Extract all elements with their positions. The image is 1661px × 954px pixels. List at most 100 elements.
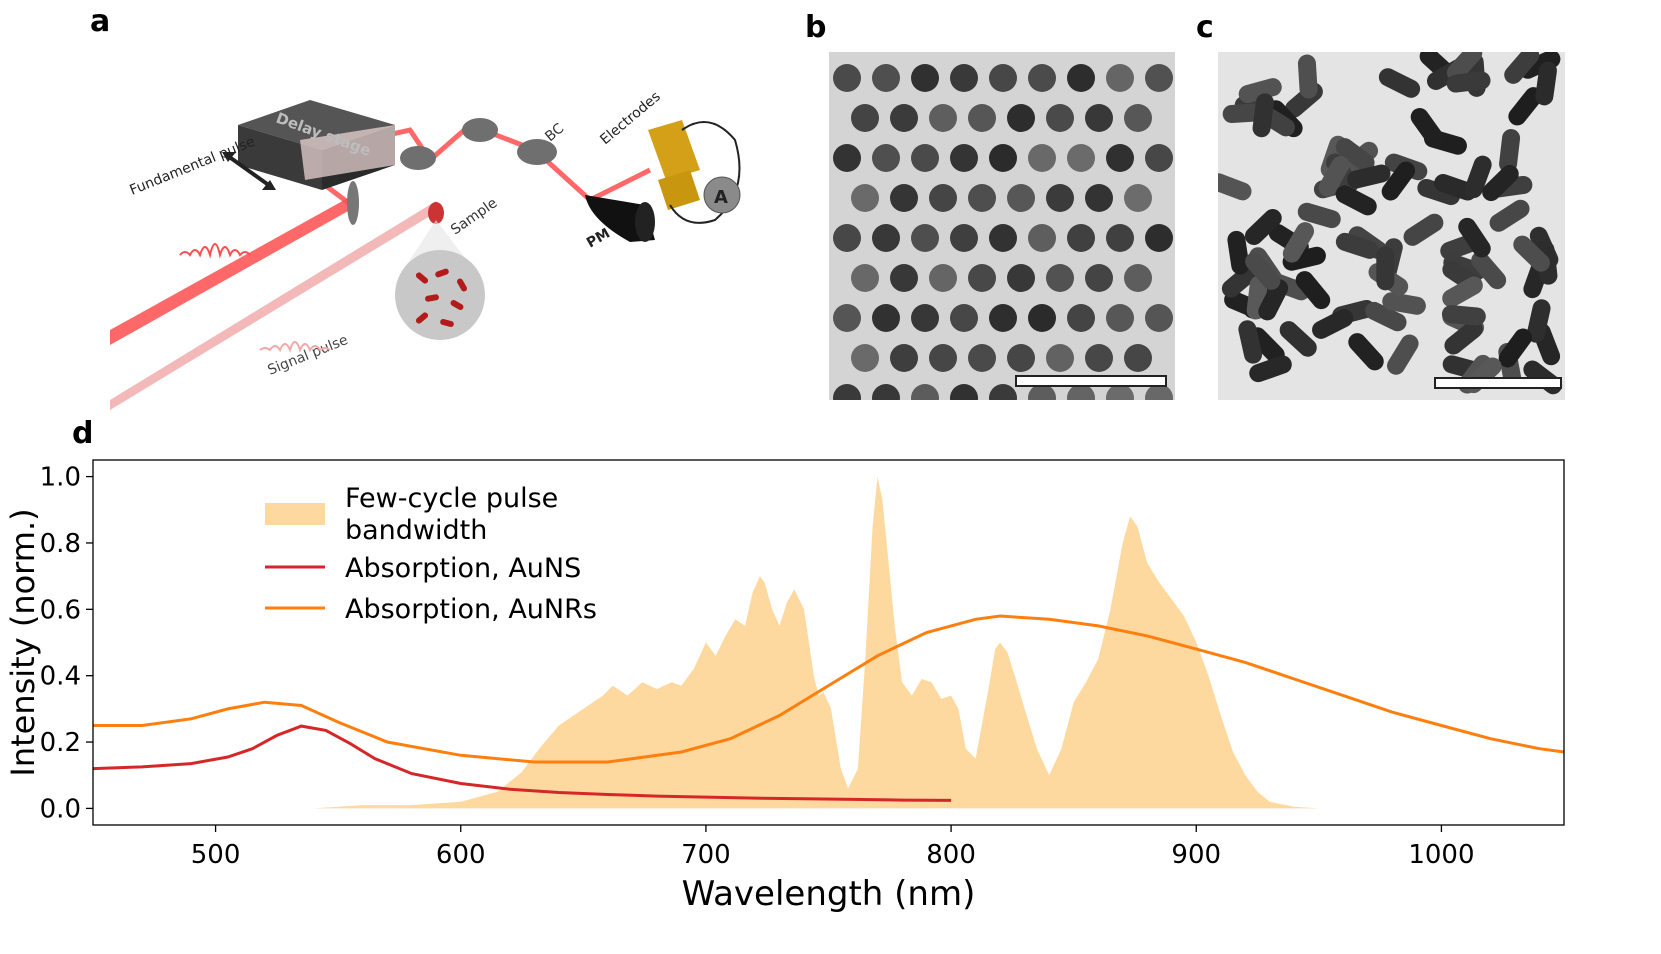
ammeter-icon bbox=[703, 176, 741, 214]
nanosphere bbox=[1106, 384, 1134, 400]
nanorod bbox=[1441, 305, 1486, 326]
nanosphere bbox=[1106, 224, 1134, 252]
nanosphere bbox=[872, 224, 900, 252]
nanorod bbox=[1443, 253, 1486, 281]
nanosphere bbox=[968, 344, 996, 372]
nanorod bbox=[1221, 262, 1260, 298]
nanorod bbox=[1252, 93, 1274, 138]
panel-label-d: d bbox=[72, 416, 94, 451]
nanosphere bbox=[1028, 304, 1056, 332]
nanosphere bbox=[929, 104, 957, 132]
nanorod bbox=[1499, 129, 1521, 173]
fundamental-waveform-icon bbox=[179, 243, 251, 259]
nanosphere bbox=[989, 384, 1017, 400]
nanorod bbox=[1489, 199, 1530, 232]
nanosphere bbox=[1145, 64, 1173, 92]
setup-schematic: Delay stage BC Sample Fundamental pulse … bbox=[110, 89, 741, 410]
nanosphere bbox=[1046, 184, 1074, 212]
nanorod bbox=[1335, 232, 1379, 259]
circuit-wire bbox=[669, 121, 741, 224]
nanosphere bbox=[911, 384, 939, 400]
nanorod bbox=[1348, 333, 1384, 371]
nanosphere bbox=[1028, 64, 1056, 92]
nanorod bbox=[1471, 251, 1507, 290]
legend-label: Absorption, AuNRs bbox=[345, 594, 597, 625]
nanosphere bbox=[1028, 144, 1056, 172]
nanorod bbox=[1218, 173, 1252, 201]
nanosphere bbox=[1067, 384, 1095, 400]
nanosphere bbox=[1028, 384, 1056, 400]
beam-combiner bbox=[517, 139, 557, 165]
delay-stage: Delay stage bbox=[238, 100, 395, 190]
nanosphere bbox=[890, 104, 918, 132]
nanosphere bbox=[968, 104, 996, 132]
nanorod bbox=[1382, 292, 1426, 315]
nanosphere bbox=[1085, 344, 1113, 372]
mirror-2 bbox=[400, 146, 436, 170]
nanorod bbox=[1508, 87, 1543, 126]
y-tick-label: 0.4 bbox=[40, 662, 81, 692]
nanosphere bbox=[1106, 304, 1134, 332]
nanosphere bbox=[1085, 184, 1113, 212]
nanosphere bbox=[1007, 264, 1035, 292]
nanosphere bbox=[989, 144, 1017, 172]
nanosphere bbox=[989, 64, 1017, 92]
nanosphere bbox=[1145, 304, 1173, 332]
y-tick-label: 0.0 bbox=[40, 794, 81, 824]
fundamental-beam bbox=[110, 198, 350, 345]
sample-magnifier bbox=[395, 250, 485, 340]
mirror-3 bbox=[462, 118, 498, 142]
nanosphere bbox=[1124, 184, 1152, 212]
photomultiplier bbox=[585, 195, 655, 242]
fundamental-pulse-label: Fundamental pulse bbox=[128, 134, 258, 199]
scale-bar-c bbox=[1434, 377, 1562, 389]
nanosphere bbox=[851, 104, 879, 132]
y-tick-label: 1.0 bbox=[40, 463, 81, 493]
nanorod bbox=[1335, 185, 1377, 216]
nanosphere bbox=[1106, 64, 1134, 92]
panel-label-a: a bbox=[90, 4, 111, 39]
nanosphere bbox=[1067, 224, 1095, 252]
nanosphere bbox=[950, 144, 978, 172]
nanosphere bbox=[929, 264, 957, 292]
y-tick-label: 0.2 bbox=[40, 728, 81, 758]
nanosphere bbox=[968, 184, 996, 212]
nanosphere bbox=[1124, 264, 1152, 292]
nanorod bbox=[1482, 164, 1519, 202]
x-tick-label: 700 bbox=[681, 840, 731, 870]
nanosphere bbox=[950, 384, 978, 400]
nanorod bbox=[1282, 222, 1315, 263]
nanorod bbox=[1446, 71, 1491, 93]
nanosphere bbox=[1007, 344, 1035, 372]
nanorod bbox=[1518, 52, 1561, 79]
nanorod bbox=[1318, 155, 1350, 197]
nanosphere bbox=[890, 344, 918, 372]
nanorod bbox=[1365, 301, 1407, 332]
series-line-absorption-auns bbox=[93, 724, 952, 802]
legend-label: bandwidth bbox=[345, 515, 487, 546]
nanosphere bbox=[851, 264, 879, 292]
nanorod bbox=[1417, 178, 1461, 206]
nanosphere bbox=[833, 304, 861, 332]
series-line-absorption-aunrs bbox=[93, 614, 1564, 764]
nanorod bbox=[1387, 334, 1419, 375]
nanorod bbox=[1378, 68, 1421, 98]
nanorod bbox=[1410, 108, 1444, 148]
nanorod bbox=[1297, 202, 1341, 229]
nanosphere bbox=[872, 384, 900, 400]
nanorod bbox=[1444, 320, 1483, 355]
nanosphere bbox=[1145, 384, 1173, 400]
nanorod bbox=[1513, 235, 1550, 272]
nanosphere bbox=[1085, 104, 1113, 132]
x-tick-label: 500 bbox=[191, 840, 241, 870]
nanorod bbox=[1442, 276, 1483, 308]
legend-swatch-area bbox=[265, 503, 325, 525]
nanorod bbox=[1227, 230, 1250, 275]
nanorod bbox=[1504, 52, 1540, 84]
nanosphere bbox=[1124, 104, 1152, 132]
nanorod bbox=[1238, 320, 1263, 364]
nanosphere bbox=[929, 184, 957, 212]
nanosphere bbox=[890, 264, 918, 292]
nanosphere bbox=[1145, 144, 1173, 172]
nanosphere bbox=[1124, 344, 1152, 372]
